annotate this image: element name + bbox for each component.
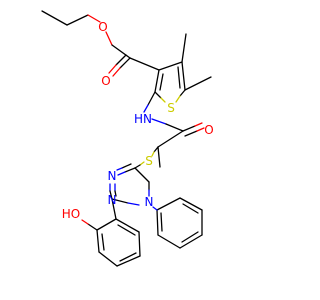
thiophene-sulfur-label: S [167,101,175,115]
amide-oxygen-label: O [204,123,213,137]
triazole-nitrogen-4-label: N [145,195,154,209]
ester-ether-oxygen-label: O [98,20,107,34]
atom-labels: O O S HN O S N N N HO [62,20,214,221]
ester-carbonyl-oxygen-label: O [101,74,110,88]
molecule-canvas: O O S HN O S N N N HO [41,10,214,267]
amide-nh-label: HN [134,112,152,126]
triazole-nitrogen-2-label: N [108,193,117,207]
molecule-structure: O O S HN O S N N N HO [41,10,214,267]
carbon-bonds [41,10,212,267]
thioether-sulfur-label: S [145,154,153,168]
hetero-bonds [81,14,205,231]
phenol-hydroxyl-label: HO [62,207,80,221]
triazole-nitrogen-1-label: N [108,169,117,183]
